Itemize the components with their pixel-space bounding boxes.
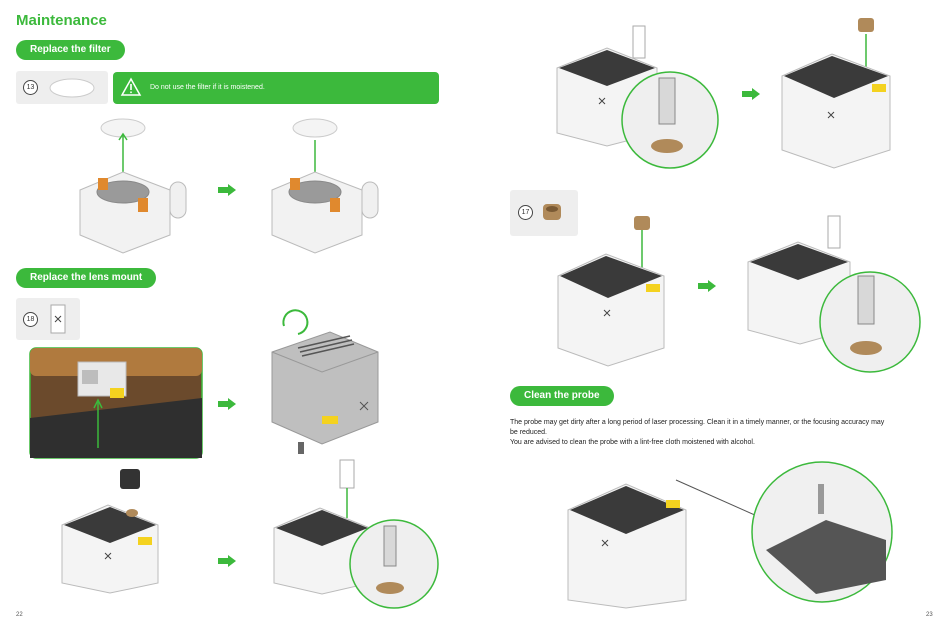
page-title: Maintenance xyxy=(16,12,107,29)
page-number-left: 22 xyxy=(16,612,23,618)
laser-module-illustration xyxy=(271,309,379,454)
module-probe-detail-illustration xyxy=(273,459,439,609)
nut-removal-illustration xyxy=(781,18,891,169)
step-18-box: 18 xyxy=(16,298,80,340)
section-replace-filter: Replace the filter xyxy=(16,40,125,60)
probe-removal-illustration xyxy=(556,25,719,169)
warning-icon xyxy=(120,77,142,96)
filter-housing-illustration xyxy=(79,118,187,254)
section-replace-lens-mount: Replace the lens mount xyxy=(16,268,157,288)
probe-icon xyxy=(50,304,66,334)
arrow-right-icon xyxy=(218,184,236,196)
step-13-box: 13 xyxy=(16,71,108,104)
probe-cleaning-illustration xyxy=(567,461,893,609)
step-number: 18 xyxy=(23,312,38,327)
arrow-right-icon xyxy=(218,555,236,567)
page-number-right: 23 xyxy=(926,612,933,618)
arrow-right-icon xyxy=(698,280,716,292)
filter-installed-illustration xyxy=(271,118,379,254)
warning-banner: Do not use the filter if it is moistened… xyxy=(113,72,439,104)
arrow-right-icon xyxy=(218,398,236,410)
warning-text: Do not use the filter if it is moistened… xyxy=(150,84,265,91)
instruction-line: be reduced. xyxy=(510,429,547,436)
step-number: 13 xyxy=(23,80,38,95)
instruction-line: You are advised to clean the probe with … xyxy=(510,439,755,446)
nut-install-illustration xyxy=(557,216,665,367)
section-clean-probe: Clean the probe xyxy=(510,386,614,406)
machine-photo xyxy=(29,347,203,459)
instruction-line: The probe may get dirty after a long per… xyxy=(510,419,885,426)
nut-icon xyxy=(543,204,561,220)
filter-icon xyxy=(49,78,95,98)
probe-install-illustration xyxy=(747,215,921,373)
module-with-nut-illustration xyxy=(61,469,159,594)
arrow-right-icon xyxy=(742,88,760,100)
step-17-box: 17 xyxy=(510,190,578,236)
step-number: 17 xyxy=(518,205,533,220)
probe-instructions: The probe may get dirty after a long per… xyxy=(510,418,930,448)
